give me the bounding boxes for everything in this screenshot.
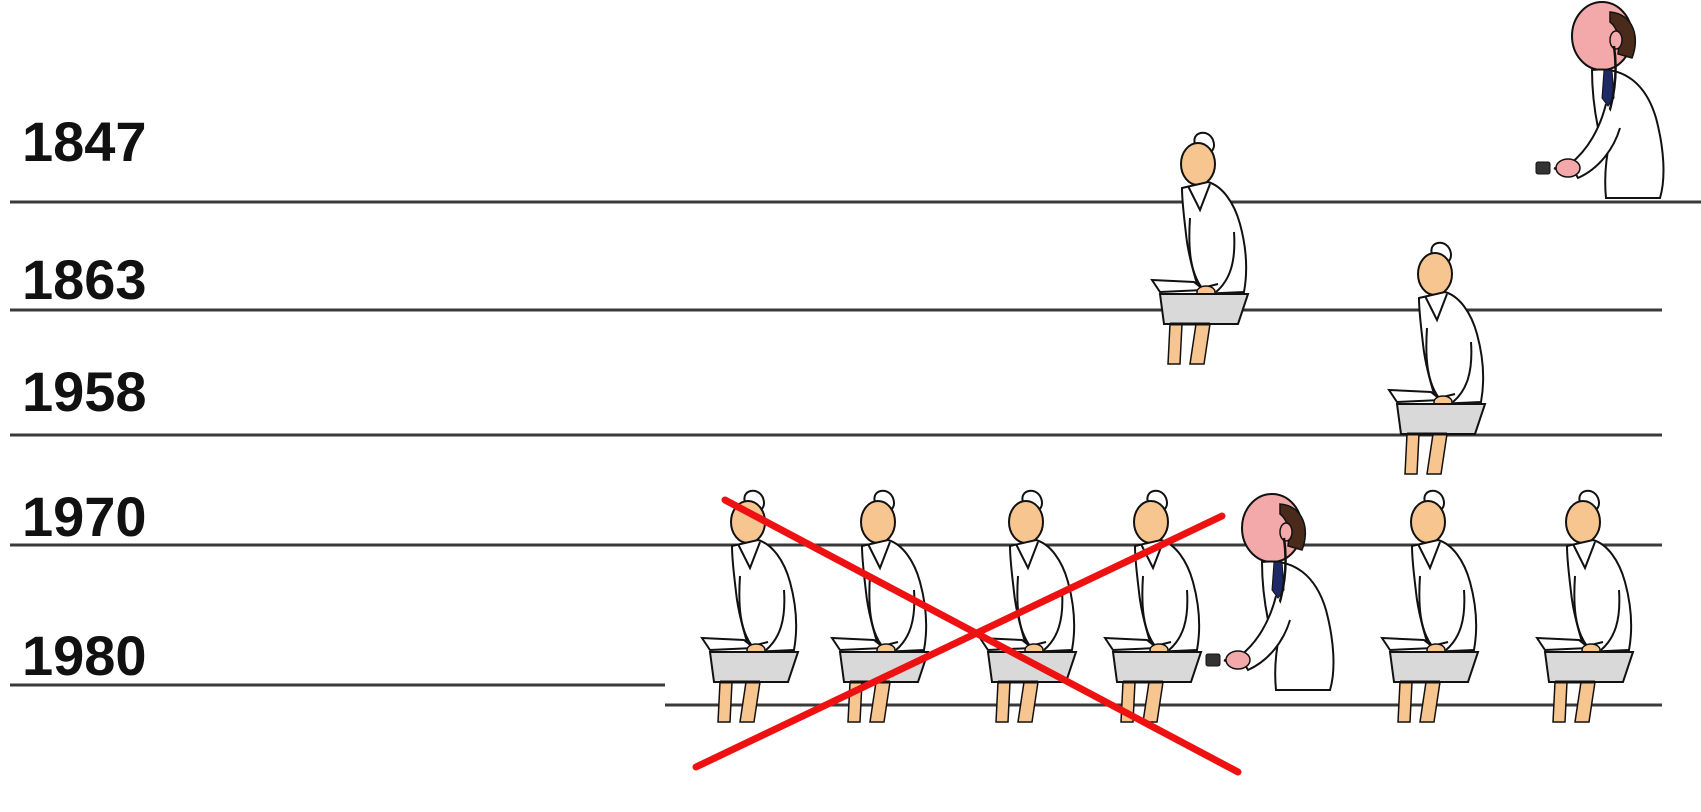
seated-nurse-icon (702, 491, 798, 722)
physician-with-stethoscope-icon (1536, 2, 1663, 198)
seated-nurse-icon (1152, 133, 1248, 364)
seated-nurse-icon (1537, 491, 1633, 722)
seated-nurse-icon (832, 491, 928, 722)
seated-nurse-icon (1389, 243, 1485, 474)
seated-nurse-icon (1382, 491, 1478, 722)
seated-nurse-icon (1105, 491, 1201, 722)
physician-with-stethoscope-icon (1206, 494, 1333, 690)
